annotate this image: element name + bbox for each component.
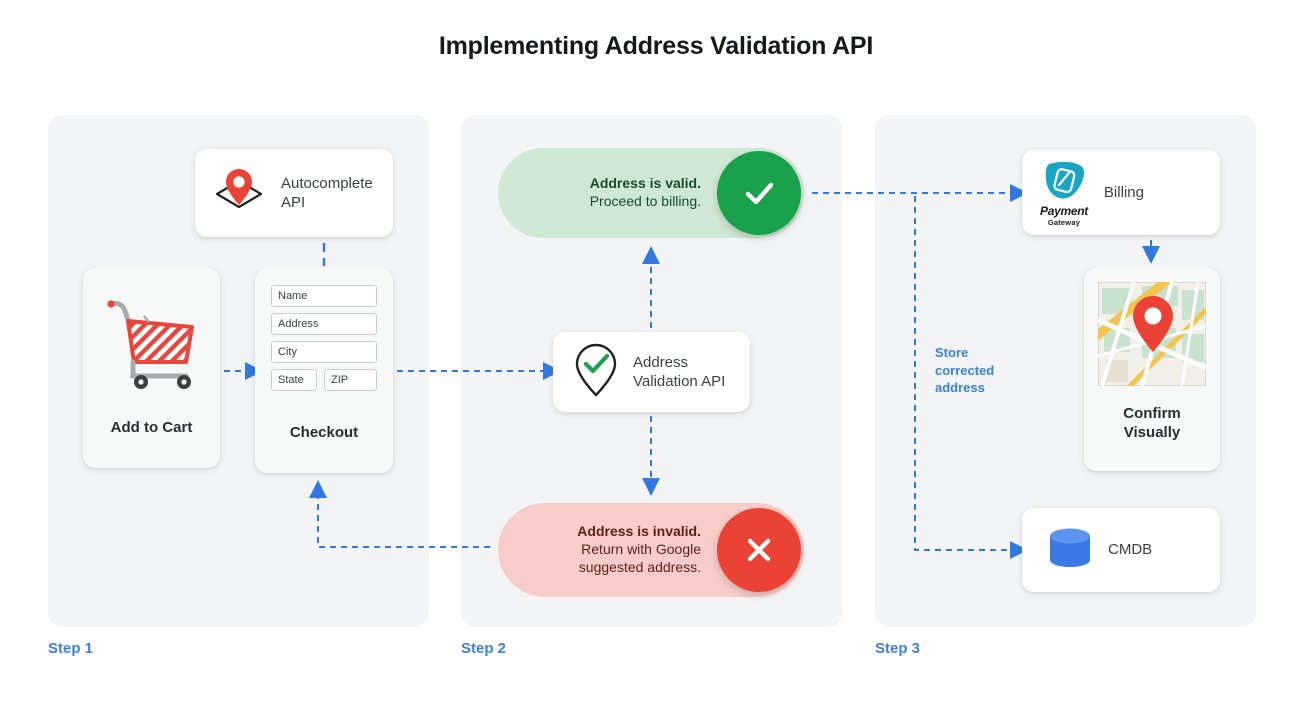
database-cylinder-icon: [1046, 524, 1094, 577]
payment-gateway-line2: Gateway: [1047, 218, 1081, 227]
name-field[interactable]: Name: [271, 285, 377, 307]
zip-field[interactable]: ZIP: [324, 369, 377, 391]
address-valid-pill: Address is valid. Proceed to billing.: [498, 148, 804, 238]
confirm-visually-card[interactable]: Confirm Visually: [1084, 268, 1220, 471]
address-invalid-pill: Address is invalid. Return with Google s…: [498, 503, 804, 597]
confirm-visually-line1: Confirm: [1123, 405, 1181, 422]
autocomplete-api-label-line2: API: [281, 194, 306, 211]
address-validation-api-label: Address Validation API: [633, 353, 725, 392]
pin-check-icon: [571, 340, 621, 405]
map-thumbnail-icon: [1091, 274, 1208, 392]
store-note-line3: address: [935, 380, 985, 396]
validation-api-label-line1: Address: [633, 353, 689, 371]
checkout-card[interactable]: Name Address City State ZIP Checkout: [255, 268, 393, 473]
store-note-line2: corrected: [935, 362, 995, 378]
autocomplete-api-label-line1: Autocomplete: [281, 174, 373, 192]
checkout-label: Checkout: [289, 424, 359, 442]
check-circle-icon: [717, 151, 801, 235]
payment-gateway-logo-text: Payment Gateway: [1040, 204, 1088, 227]
confirm-visually-label: Confirm Visually: [1123, 405, 1181, 443]
address-valid-line2: Proceed to billing.: [589, 193, 701, 209]
cmdb-label: CMDB: [1108, 541, 1153, 559]
page-title: Implementing Address Validation API: [438, 32, 874, 60]
billing-label: Billing: [1103, 183, 1144, 201]
cmdb-card[interactable]: CMDB: [1022, 508, 1220, 592]
address-invalid-line2: Return with Google: [581, 541, 701, 558]
address-valid-text: Address is valid. Proceed to billing.: [498, 175, 717, 211]
location-pin-diamond-icon: [209, 163, 269, 224]
autocomplete-api-card[interactable]: Autocomplete API: [195, 149, 393, 237]
add-to-cart-card[interactable]: Add to Cart: [83, 268, 220, 468]
add-to-cart-label: Add to Cart: [110, 419, 193, 437]
step-2-label: Step 2: [461, 640, 507, 657]
address-invalid-text: Address is invalid. Return with Google s…: [498, 523, 717, 577]
x-circle-icon: [717, 508, 801, 592]
address-field[interactable]: Address: [271, 313, 377, 335]
payment-gateway-icon: Payment Gateway: [1040, 158, 1088, 227]
store-note-line1: Store: [935, 345, 969, 360]
payment-gateway-line1: Payment: [1040, 204, 1088, 218]
billing-card[interactable]: Payment Gateway Billing: [1022, 150, 1220, 235]
city-field[interactable]: City: [271, 341, 377, 363]
step-3-label: Step 3: [875, 640, 921, 657]
address-valid-line1: Address is valid.: [589, 175, 701, 192]
confirm-visually-line2: Visually: [1123, 423, 1181, 441]
store-corrected-address-note: Store corrected address: [935, 344, 1015, 397]
state-zip-row: State ZIP: [271, 369, 377, 391]
step-1-label: Step 1: [48, 640, 94, 657]
address-invalid-line3: suggested address.: [578, 558, 701, 575]
autocomplete-api-label: Autocomplete API: [281, 174, 373, 213]
validation-api-label-line2: Validation API: [633, 373, 726, 390]
state-field[interactable]: State: [271, 369, 317, 391]
shopping-cart-icon: [100, 290, 204, 395]
address-validation-api-card[interactable]: Address Validation API: [553, 332, 750, 412]
address-invalid-line1: Address is invalid.: [577, 523, 701, 540]
